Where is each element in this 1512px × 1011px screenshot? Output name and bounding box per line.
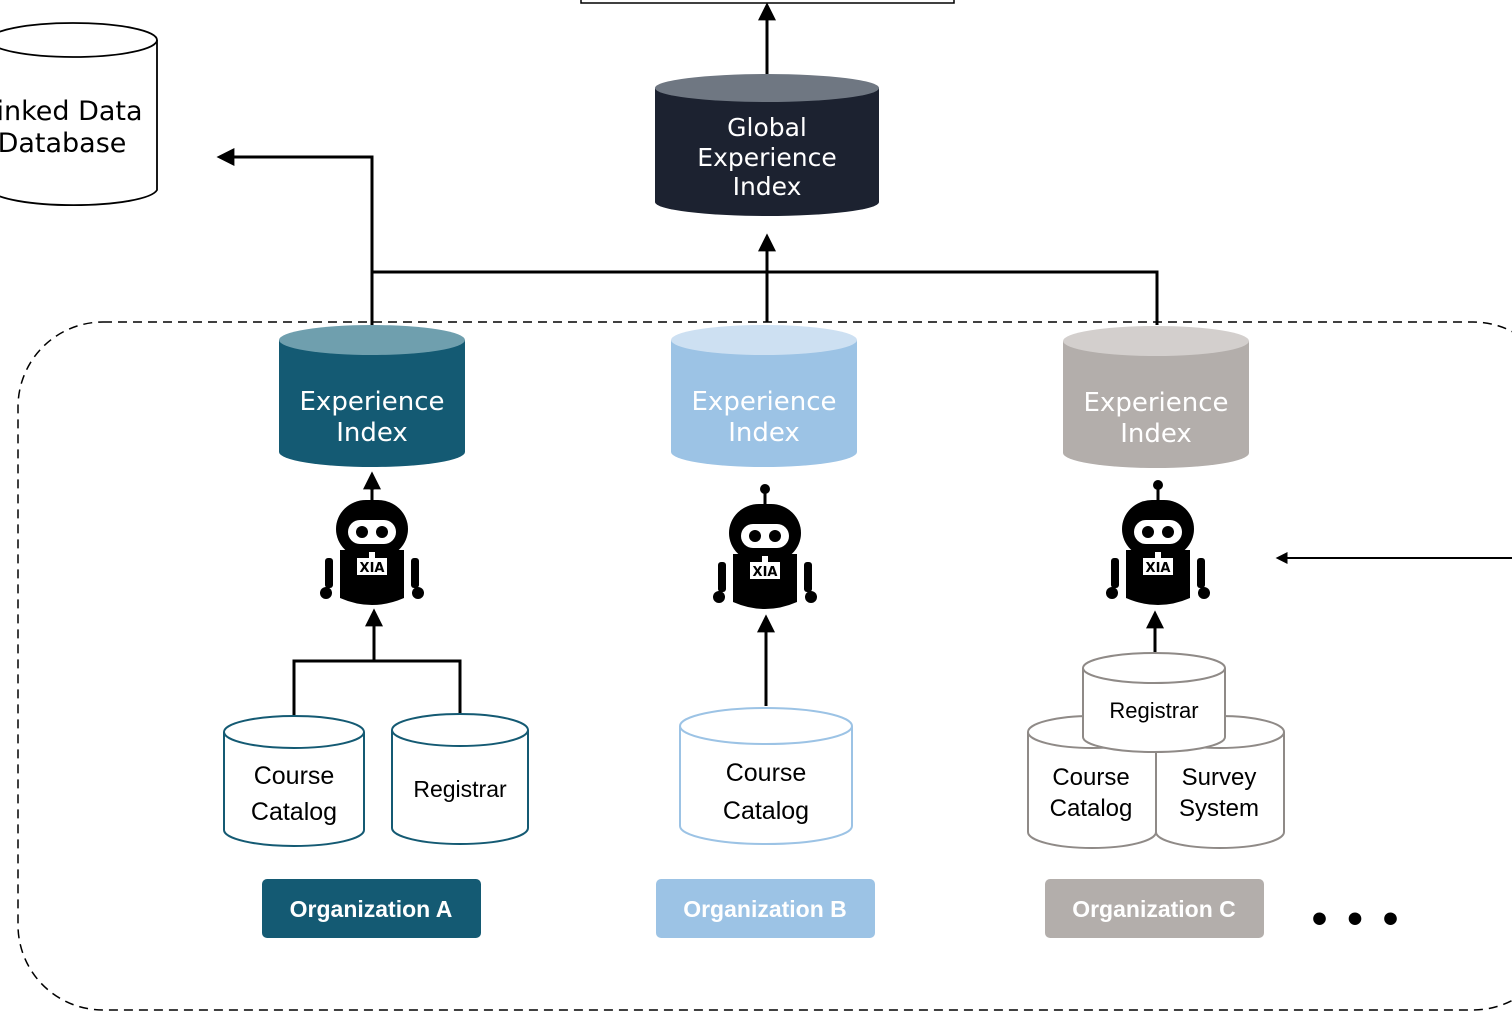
global-index-line1: Global [727, 113, 807, 142]
org-a-experience-index: Experience Index [279, 325, 465, 467]
org-c-source-2-line1: Course [1052, 764, 1129, 791]
organizations-boundary [17, 321, 1512, 1011]
org-b-label: Organization B [656, 879, 875, 938]
org-c-agent-label: XIA [1146, 561, 1171, 576]
org-b-source-1-line2: Catalog [723, 797, 809, 825]
org-a-index-line1: Experience [300, 387, 445, 417]
org-c-source-3-line2: System [1179, 795, 1259, 822]
global-index-line3: Index [733, 172, 802, 201]
org-a-course-catalog-db: Course Catalog [223, 715, 365, 847]
org-a-source-connector [292, 659, 462, 715]
org-b-course-catalog-db: Course Catalog [679, 707, 853, 845]
org-c-registrar-db: Registrar [1082, 652, 1226, 753]
org-a-name: Organization A [290, 896, 453, 922]
org-b-index-line2: Index [728, 418, 800, 448]
org-a-source-2-line1: Registrar [413, 776, 507, 802]
more-organizations-ellipsis: • • • [1308, 900, 1402, 941]
org-a-registrar-db: Registrar [391, 713, 529, 845]
linked-db-line1: Linked Data [0, 96, 143, 127]
org-b-source-1-line1: Course [726, 759, 807, 787]
org-c-index-line2: Index [1120, 419, 1192, 449]
org-c-index-line1: Experience [1084, 388, 1229, 418]
org-b-index-line1: Experience [692, 387, 837, 417]
org-c-name: Organization C [1072, 896, 1236, 922]
org-a-xia-robot-icon: XIA [320, 480, 424, 605]
arrow-to-linked-db [216, 148, 374, 272]
org-b-xia-robot-icon: XIA [713, 484, 817, 609]
org-a-source-1-line2: Catalog [251, 798, 337, 826]
org-c-source-2-line2: Catalog [1050, 795, 1133, 822]
org-c-label: Organization C [1045, 879, 1264, 938]
linked-data-database: Linked Data Database [0, 22, 158, 207]
org-c-source-3-line1: Survey [1182, 764, 1257, 791]
org-a-agent-label: XIA [360, 561, 385, 576]
org-b-agent-label: XIA [753, 565, 778, 580]
org-a-index-line2: Index [336, 418, 408, 448]
global-index-line2: Experience [697, 143, 836, 172]
org-c-xia-robot-icon: XIA [1106, 480, 1210, 605]
org-a-source-1-line1: Course [254, 762, 335, 790]
org-b-experience-index: Experience Index [671, 325, 857, 467]
org-c-source-1-line1: Registrar [1109, 698, 1198, 723]
global-experience-index: Global Experience Index [655, 74, 879, 216]
org-a-label: Organization A [262, 879, 481, 938]
org-b-name: Organization B [683, 896, 847, 922]
org-c-experience-index: Experience Index [1063, 326, 1249, 468]
top-box [580, 0, 955, 4]
connector-bus [370, 270, 1159, 325]
linked-db-line2: Database [0, 128, 126, 159]
